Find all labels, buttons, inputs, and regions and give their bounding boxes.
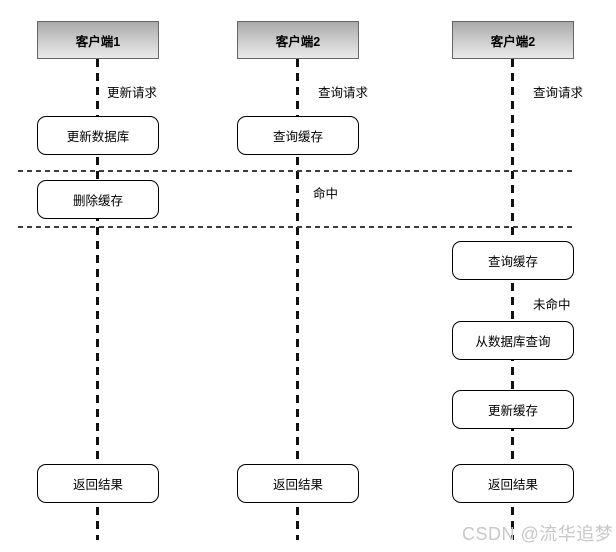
request-label-client2: 查询请求: [318, 86, 369, 100]
action-box-update-cache: 更新缓存: [452, 390, 574, 429]
request-label-client1: 更新请求: [107, 86, 158, 100]
actor-header-client1: 客户端1: [37, 21, 159, 59]
action-box-update-database: 更新数据库: [37, 116, 159, 155]
separator-line-2: [18, 226, 573, 228]
action-box-return-result-3: 返回结果: [452, 464, 574, 503]
actor-header-client2: 客户端2: [237, 21, 359, 59]
action-box-query-from-database: 从数据库查询: [452, 321, 574, 360]
cache-hit-label: 命中: [313, 187, 339, 201]
cache-miss-label: 未命中: [533, 298, 571, 312]
action-box-query-cache-1: 查询缓存: [237, 116, 359, 155]
lifeline-client1: [96, 59, 99, 540]
action-box-return-result-2: 返回结果: [237, 464, 359, 503]
watermark-text: CSDN @流华追梦: [462, 524, 614, 544]
action-box-return-result-1: 返回结果: [37, 464, 159, 503]
actor-header-client3: 客户端2: [452, 21, 574, 59]
lifeline-client3: [511, 59, 514, 540]
lifeline-client2: [296, 59, 299, 540]
separator-line-1: [18, 170, 573, 172]
action-box-delete-cache: 删除缓存: [37, 180, 159, 219]
request-label-client3: 查询请求: [533, 86, 584, 100]
action-box-query-cache-2: 查询缓存: [452, 241, 574, 280]
